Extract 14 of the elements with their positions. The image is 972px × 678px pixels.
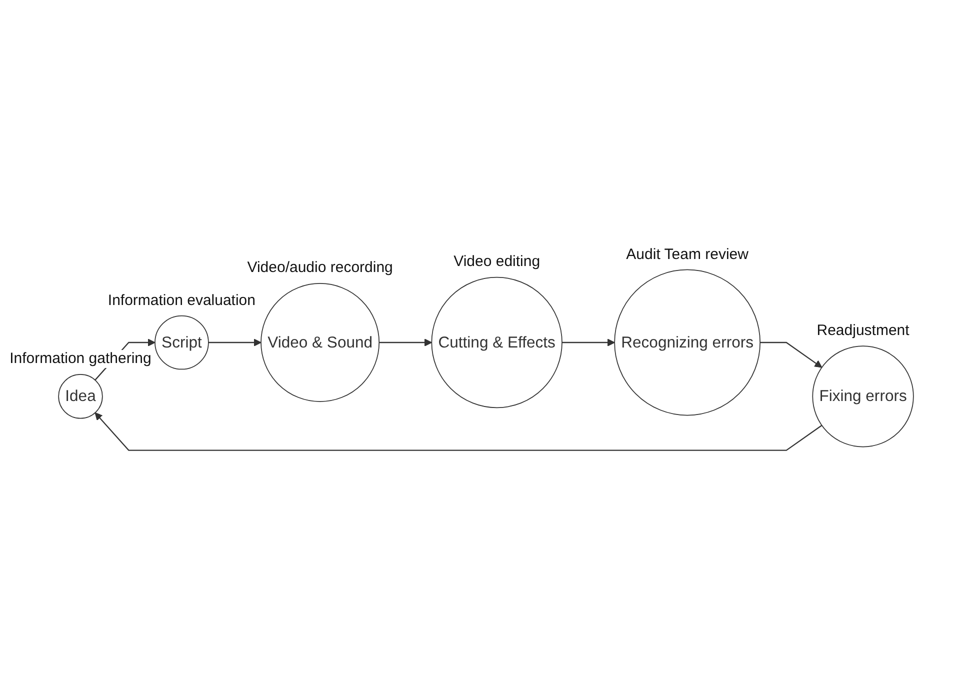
node-circle: Idea: [58, 374, 103, 419]
step-caption: Video/audio recording: [245, 259, 395, 278]
arrow: [562, 338, 615, 346]
node-circle: Fixing errors: [812, 346, 914, 448]
step-caption: Video editing: [452, 253, 542, 272]
step-caption: Readjustment: [814, 322, 912, 340]
arrow: [760, 342, 822, 368]
node-circle: Cutting & Effects: [431, 276, 562, 408]
node-circle: Video & Sound: [260, 283, 380, 402]
arrow: [208, 338, 262, 346]
node-circle: Script: [154, 315, 209, 370]
arrow: [379, 338, 432, 346]
arrow: [94, 412, 822, 451]
node-circle: Recognizing errors: [614, 269, 761, 416]
